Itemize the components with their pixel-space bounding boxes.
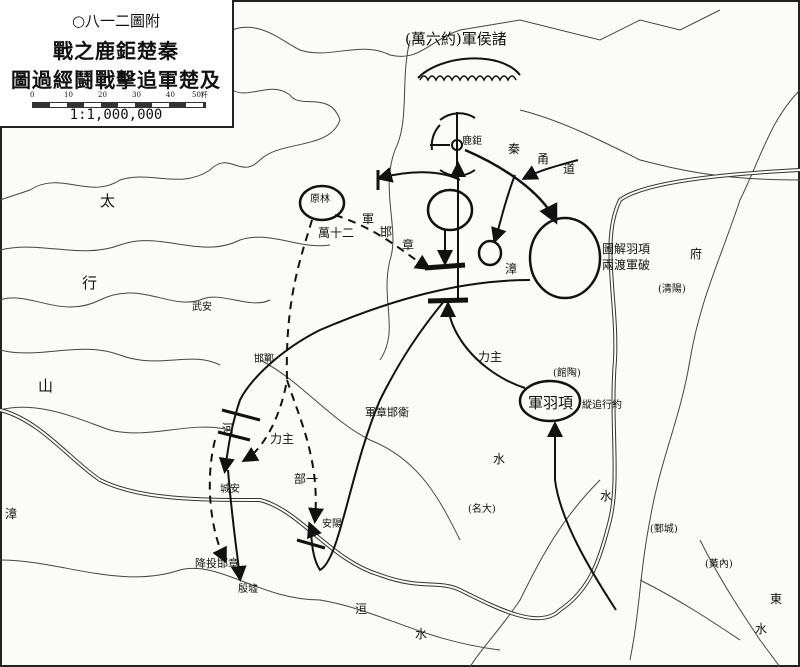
label-pursuit: 縱追行約 [582,400,622,411]
retreat-arrows [208,214,432,564]
label-shui-left: 漳 [5,507,18,521]
map-title-line2: 圖過經鬪戰擊追軍楚及 [11,68,221,92]
label-chengan: 城安 [220,484,240,495]
figure-number: ○八一二圖附 [71,12,161,30]
label-river-2: 水 [600,489,613,503]
label-zhanghan-2: 邯 [380,225,393,239]
army-ellipses [298,184,602,423]
label-xiangyu-army: 軍羽項 [528,394,574,412]
scale-ratio: 1:1,000,000 [69,107,163,123]
label-dong: 東 [770,592,783,606]
scale-bar [32,102,206,108]
label-dan: 河 [222,422,235,436]
scale-tick: 30 [132,91,141,99]
label-wuan: 武安 [192,302,212,313]
label-julu: 鹿鉅 [462,136,482,147]
label-one-unit: 部一 [294,472,319,486]
label-handan: 邯鄲 [254,354,274,365]
label-yinxu: 殷墟 [238,584,258,595]
label-xiangyu-note-2: 兩渡軍破 [602,258,651,272]
label-twenty-wan: 萬十二 [318,226,355,240]
label-anyang: 安陽 [322,519,342,530]
scale-tick: 50粁 [192,91,208,99]
label-zhanghan-3: 章 [402,238,415,252]
scale-tick: 40 [166,91,175,99]
label-juancheng: (鄄城) [650,524,678,535]
label-taihang-3: 山 [38,377,54,395]
label-qinghe: (清陽) [658,284,686,295]
label-main-force-2: 力主 [270,432,295,446]
label-river-3: 水 [755,622,768,636]
label-huan: 洹 [355,602,368,616]
major-river [0,168,800,621]
label-qin-1: 秦 [508,142,521,156]
scale-tick: 20 [98,91,107,99]
troop-arrows [218,148,617,611]
scale-tick: 0 [30,91,35,99]
label-jiyuan: 原林 [310,194,330,205]
label-zhang-river: 漳 [505,262,518,276]
map-title-line1: 戰之鹿鉅楚秦 [53,39,179,63]
map-legend-box: ○八一二圖附 戰之鹿鉅楚秦 圖過經鬪戰擊追軍楚及 0 10 20 30 40 5… [0,0,234,128]
label-surrender: 降投邯章 [195,557,239,570]
label-allied-lords: (萬六約)軍侯諸 [405,30,507,48]
label-river-1: 水 [493,452,506,466]
terrain-lines [0,9,800,667]
scale-tick: 10 [64,91,73,99]
label-zhanghan-1: 軍 [362,212,375,226]
allied-camp-arc [417,57,521,79]
label-qin-3: 道 [563,162,576,176]
label-xiangyu-note-1: 圖解羽項 [602,242,651,256]
scale-ticks: 0 10 20 30 40 50粁 [30,91,220,101]
label-main-force-1: 力主 [478,350,503,364]
label-taihang-2: 行 [82,274,98,292]
label-neihuang: (黃內) [705,559,733,570]
label-guantao: (館陶) [553,368,581,379]
label-zhanghan-retreat: 軍章邯衛 [365,406,409,419]
label-taihang-1: 太 [100,192,116,210]
label-qin-2: 甬 [537,152,550,166]
label-ding: 府 [690,247,703,261]
label-river-far: 水 [415,627,428,641]
label-daming: (名大) [468,504,496,515]
